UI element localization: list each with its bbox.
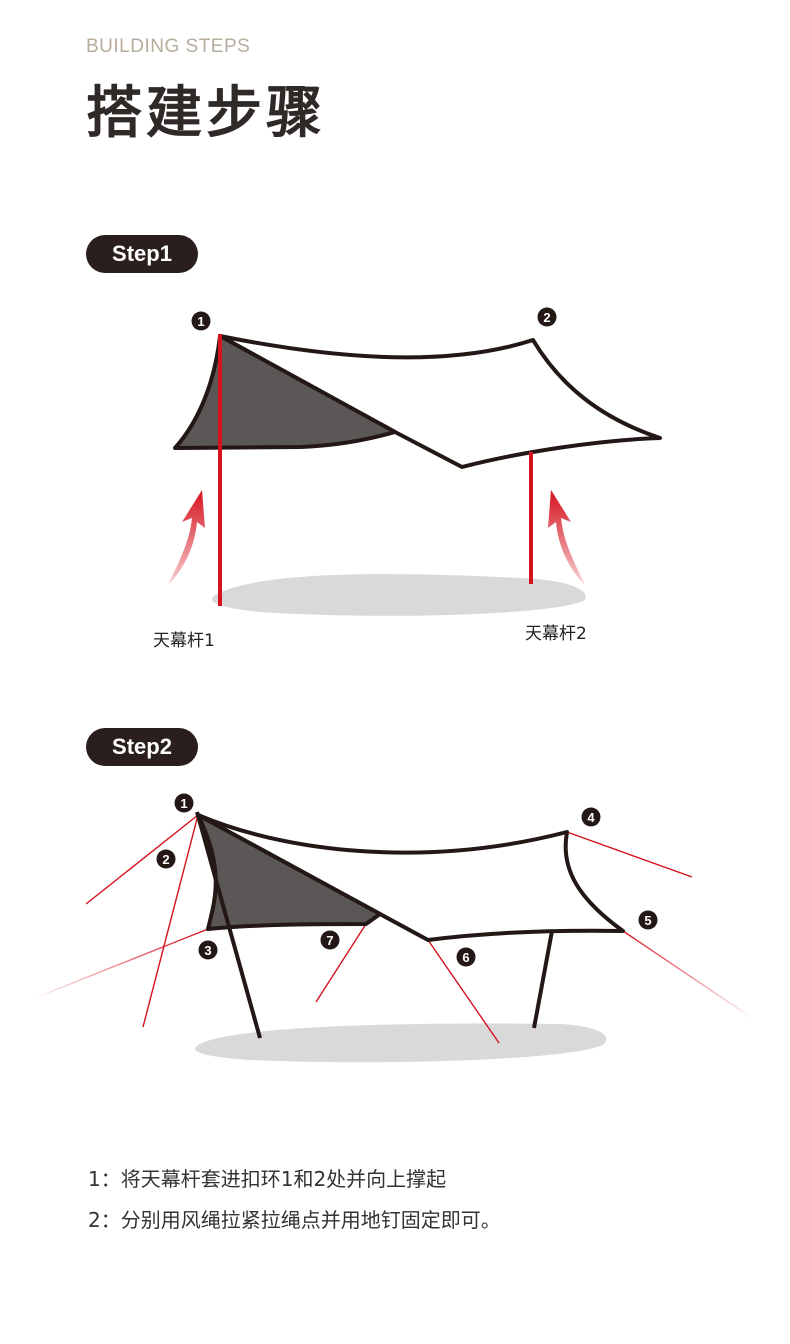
tarp-dark-panel: [173, 334, 397, 450]
tarp-light-panel: [196, 813, 625, 942]
marker-4-icon: 4: [581, 807, 601, 827]
up-arrow-icon-2: [548, 490, 585, 585]
svg-text:4: 4: [587, 810, 595, 825]
svg-text:2: 2: [543, 310, 550, 325]
pole-1: [195, 811, 262, 1039]
page-title: 搭建步骤: [86, 81, 326, 146]
marker-7-icon: 7: [320, 930, 340, 950]
step2-illustration: 1 2 3 4 5 6 7: [29, 793, 756, 1063]
marker-2-icon: 2: [537, 307, 557, 327]
up-arrow-icon: [168, 490, 205, 585]
marker-6-icon: 6: [456, 947, 476, 967]
svg-text:1: 1: [180, 796, 187, 811]
pole-label-1: 天幕杆1: [153, 631, 215, 651]
marker-5-icon: 5: [638, 910, 658, 930]
pole-2: [532, 930, 554, 1029]
svg-text:1: 1: [197, 314, 204, 329]
marker-2-icon: 2: [156, 849, 176, 869]
instruction-1: 1：将天幕杆套进扣环1和2处并向上撑起: [88, 1167, 447, 1191]
step1-illustration: 1 2: [168, 307, 662, 616]
svg-text:2: 2: [162, 852, 169, 867]
tarp-dark-panel: [196, 813, 382, 931]
svg-text:3: 3: [204, 943, 211, 958]
marker-3-icon: 3: [198, 940, 218, 960]
svg-text:6: 6: [462, 950, 469, 965]
ground-shadow: [212, 574, 586, 616]
instruction-2: 2：分别用风绳拉紧拉绳点并用地钉固定即可。: [88, 1208, 501, 1232]
svg-text:5: 5: [644, 913, 651, 928]
pole-label-2: 天幕杆2: [525, 624, 587, 644]
tarp-light-panel: [218, 334, 662, 469]
svg-text:7: 7: [326, 933, 333, 948]
step2-badge: Step2: [86, 728, 198, 766]
marker-1-icon: 1: [174, 793, 194, 813]
marker-1-icon: 1: [191, 311, 211, 331]
ground-shadow: [195, 1023, 607, 1063]
guy-lines: [29, 814, 756, 1044]
step1-badge: Step1: [86, 235, 198, 273]
section-eyebrow: BUILDING STEPS: [86, 36, 251, 57]
